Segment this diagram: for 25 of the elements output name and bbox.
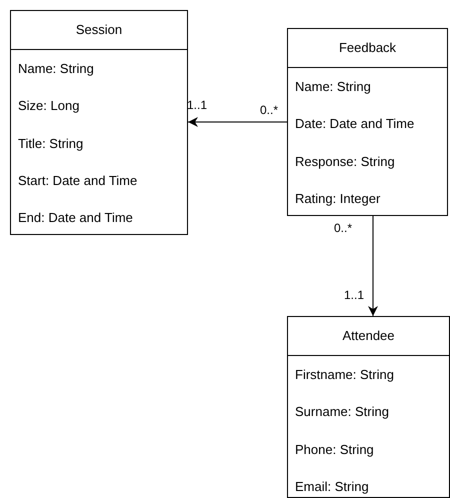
class-name: Attendee xyxy=(342,328,395,343)
attribute-text: Date: Date and Time xyxy=(295,116,414,132)
attribute-text: Title: String xyxy=(18,136,84,152)
association-arrow xyxy=(368,216,378,316)
multiplicity-label: 0..* xyxy=(260,103,278,117)
class-box xyxy=(10,10,188,235)
attribute-text: Firstname: String xyxy=(295,367,394,383)
class-name: Session xyxy=(76,22,122,37)
attribute-text: Size: Long xyxy=(18,98,80,114)
class-box xyxy=(287,28,448,216)
attribute-text: Name: String xyxy=(18,61,94,77)
attribute-text: End: Date and Time xyxy=(18,210,133,226)
attribute-text: Start: Date and Time xyxy=(18,172,138,189)
multiplicity-label: 1..1 xyxy=(344,288,364,302)
attribute-text: Phone: String xyxy=(295,442,374,458)
class-name: Feedback xyxy=(338,40,396,55)
multiplicity-label: 0..* xyxy=(334,221,352,235)
attribute-text: Surname: String xyxy=(295,404,389,420)
attribute-text: Rating: Integer xyxy=(295,190,380,207)
attribute-text: Response: String xyxy=(295,154,395,170)
association-arrow xyxy=(188,117,288,127)
class-box xyxy=(287,316,450,498)
attribute-text: Email: String xyxy=(295,478,369,495)
attribute-text: Name: String xyxy=(295,79,371,95)
multiplicity-label: 1..1 xyxy=(187,98,208,112)
